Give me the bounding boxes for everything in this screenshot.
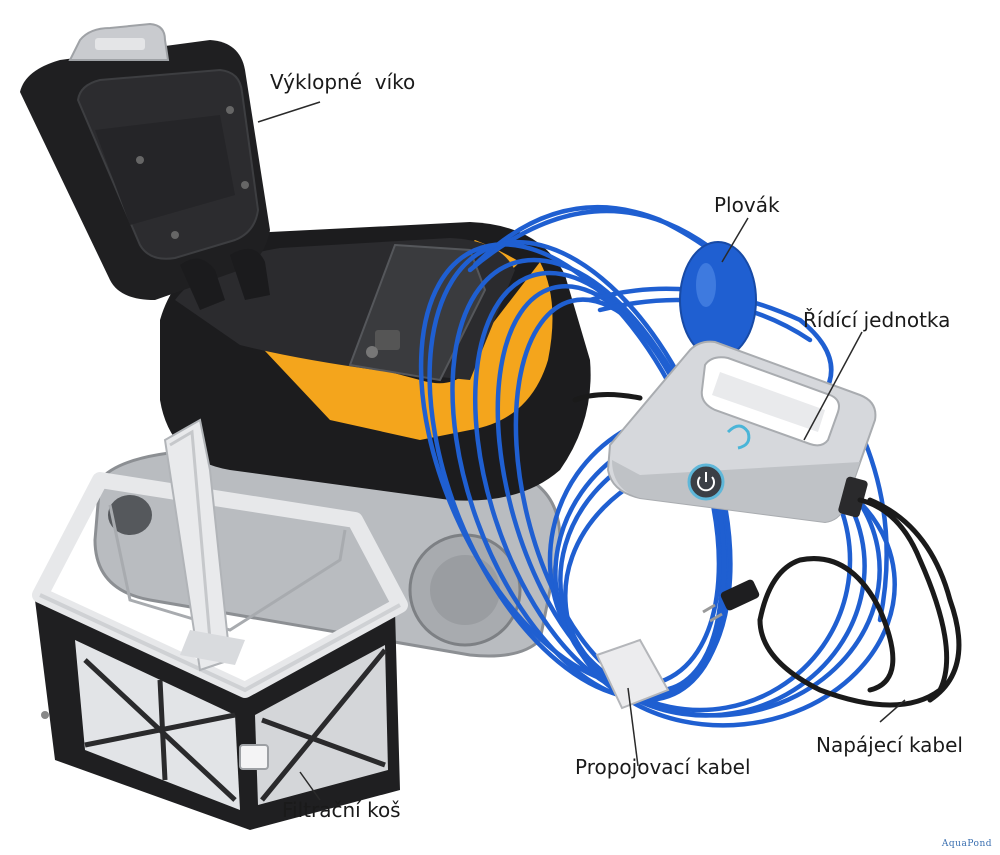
watermark-logo: AquaPond (941, 839, 992, 849)
hinged-lid (20, 22, 270, 310)
leader-float (721, 217, 749, 263)
power-cable (572, 391, 962, 708)
leader-filter-basket (299, 771, 321, 801)
leader-power-cable (879, 699, 906, 723)
leader-lid (257, 101, 321, 123)
label-filter-basket: Filtrační koš (282, 798, 401, 822)
power-icon (687, 463, 725, 501)
filter-basket (32, 418, 408, 830)
control-unit (606, 340, 877, 524)
cable-clip (595, 638, 670, 710)
leader-connecting-cable (627, 687, 639, 767)
label-power-cable: Napájecí kabel (816, 733, 963, 757)
float-buoy (679, 241, 757, 359)
leader-lines (257, 101, 906, 801)
label-hinged-lid: Výklopné víko (270, 70, 416, 94)
label-control-unit: Řídící jednotka (803, 308, 951, 332)
label-float: Plovák (714, 193, 780, 217)
power-plug (702, 579, 760, 623)
label-connecting-cable: Propojovací kabel (575, 755, 751, 779)
leader-control-unit (803, 331, 863, 441)
